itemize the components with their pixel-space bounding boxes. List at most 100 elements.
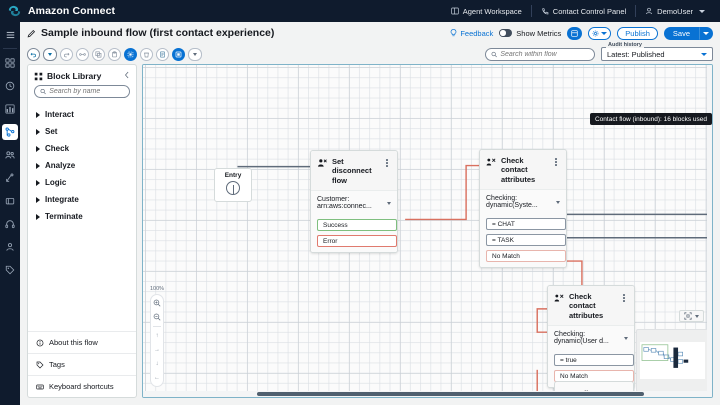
canvas-vertical-scrollbar[interactable]: [707, 65, 712, 391]
paste-button[interactable]: [108, 47, 121, 61]
main-content: Sample inbound flow (first contact exper…: [20, 22, 720, 405]
search-input[interactable]: [500, 51, 589, 58]
category-label: Analyze: [45, 161, 76, 170]
collapse-library-button[interactable]: [124, 71, 130, 81]
select-all-icon: [127, 51, 134, 57]
minimap-viewport[interactable]: [640, 342, 705, 379]
category-analyze[interactable]: Analyze: [28, 157, 136, 174]
select-all-button[interactable]: [124, 47, 137, 61]
kebab-menu-icon[interactable]: [552, 156, 560, 166]
node-header: Set disconnect flow: [311, 151, 397, 191]
pan-down-button[interactable]: ↓: [155, 361, 159, 367]
notes-button[interactable]: [156, 47, 169, 61]
contact-control-panel-link[interactable]: Contact Control Panel: [532, 0, 635, 22]
zoom-out-button[interactable]: [152, 312, 162, 322]
chevron-right-icon: [36, 128, 40, 135]
auto-layout-button[interactable]: [172, 47, 185, 61]
menu-toggle-button[interactable]: [0, 27, 20, 43]
save-dropdown-button[interactable]: [699, 26, 713, 40]
pan-up-button[interactable]: ↑: [155, 333, 159, 339]
sidebar-item-users[interactable]: [2, 147, 18, 163]
feedback-link[interactable]: Feedback: [450, 29, 493, 38]
node-header: Check contact attributes: [548, 286, 634, 326]
delete-button[interactable]: [140, 47, 153, 61]
port-error[interactable]: Error: [317, 235, 397, 248]
audit-history-value: Latest: Published: [607, 49, 665, 59]
port-chat[interactable]: = CHAT: [486, 218, 566, 231]
port-success[interactable]: Success: [317, 219, 397, 232]
category-check[interactable]: Check: [28, 140, 136, 157]
audit-history-select[interactable]: Latest: Published: [601, 47, 713, 61]
publish-button[interactable]: Publish: [617, 26, 658, 40]
undo-history-dropdown[interactable]: [43, 47, 57, 61]
zoom-divider: [153, 326, 162, 327]
tag-icon: [5, 265, 15, 275]
settings-button[interactable]: [588, 26, 612, 40]
kebab-menu-icon[interactable]: [620, 292, 628, 302]
pan-right-button[interactable]: →: [154, 347, 161, 353]
node-title: Check contact attributes: [501, 156, 536, 184]
scrollbar-thumb[interactable]: [256, 392, 644, 396]
layout-view-button[interactable]: [567, 26, 583, 40]
brand-area[interactable]: Amazon Connect: [0, 4, 115, 18]
category-integrate[interactable]: Integrate: [28, 191, 136, 208]
minimap-panel[interactable]: [636, 329, 709, 392]
node-set-disconnect-flow[interactable]: Set disconnect flow Customer: arn:aws:co…: [310, 150, 398, 254]
library-search-input[interactable]: [49, 88, 124, 95]
port-no-match[interactable]: No Match: [486, 250, 566, 263]
port-task[interactable]: = TASK: [486, 234, 566, 247]
cut-button[interactable]: [76, 47, 89, 61]
redo-button[interactable]: [60, 47, 73, 61]
category-label: Terminate: [45, 212, 83, 221]
pencil-icon[interactable]: [27, 29, 36, 38]
block-library-header: Block Library: [28, 65, 136, 85]
category-set[interactable]: Set: [28, 123, 136, 140]
save-button[interactable]: Save: [663, 26, 699, 40]
undo-button[interactable]: [27, 47, 40, 61]
search-icon: [491, 51, 497, 58]
block-category-list: Interact Set Check Analyze: [28, 106, 136, 331]
grid-icon: [34, 72, 43, 80]
zoom-in-button[interactable]: [152, 298, 162, 308]
library-footer: About this flow Tags: [28, 331, 136, 397]
node-subtitle-select[interactable]: Customer: arn:aws:connec...: [311, 190, 397, 216]
sidebar-item-agent[interactable]: [2, 239, 18, 255]
sidebar-item-routing[interactable]: [2, 170, 18, 186]
library-search-box[interactable]: [34, 85, 130, 98]
tags-button[interactable]: Tags: [28, 354, 136, 376]
about-this-flow-button[interactable]: About this flow: [28, 332, 136, 354]
agent-workspace-link[interactable]: Agent Workspace: [442, 0, 531, 22]
category-interact[interactable]: Interact: [28, 106, 136, 123]
flow-search-box[interactable]: [485, 48, 595, 61]
flow-page-header: Sample inbound flow (first contact exper…: [20, 22, 720, 44]
kebab-menu-icon[interactable]: [383, 157, 391, 167]
blocks-used-tooltip: Contact flow (inbound): 16 blocks used: [589, 113, 712, 125]
layout-dropdown[interactable]: [188, 47, 202, 61]
minimap-toggle-button[interactable]: [679, 310, 704, 322]
show-metrics-toggle[interactable]: Show Metrics: [499, 29, 561, 38]
port-true[interactable]: = true: [554, 354, 634, 367]
sidebar-item-headset[interactable]: [2, 216, 18, 232]
sidebar-item-dashboard[interactable]: [2, 55, 18, 71]
sidebar-item-channels[interactable]: [2, 193, 18, 209]
user-menu[interactable]: DemoUser: [636, 0, 714, 22]
keyboard-shortcuts-button[interactable]: Keyboard shortcuts: [28, 376, 136, 397]
category-terminate[interactable]: Terminate: [28, 208, 136, 225]
search-icon: [40, 88, 46, 95]
pan-left-button[interactable]: ←: [154, 375, 161, 381]
node-check-contact-attributes-1[interactable]: Check contact attributes Checking: dynam…: [479, 149, 567, 269]
sidebar-item-analytics[interactable]: [2, 101, 18, 117]
node-subtitle-select[interactable]: Checking: dynamic(User d...: [548, 325, 634, 351]
toggle-switch[interactable]: [499, 29, 513, 37]
sidebar-item-tags[interactable]: [2, 262, 18, 278]
entry-node[interactable]: Entry: [214, 168, 252, 202]
sidebar-item-history[interactable]: [2, 78, 18, 94]
node-check-contact-attributes-2[interactable]: Check contact attributes Checking: dynam…: [547, 285, 635, 389]
node-subtitle-select[interactable]: Checking: dynamic(Syste...: [480, 189, 566, 215]
canvas-horizontal-scrollbar[interactable]: [143, 391, 712, 397]
scissors-icon: [79, 52, 86, 56]
sidebar-item-flows[interactable]: [2, 124, 18, 140]
copy-button[interactable]: [92, 47, 105, 61]
category-logic[interactable]: Logic: [28, 174, 136, 191]
